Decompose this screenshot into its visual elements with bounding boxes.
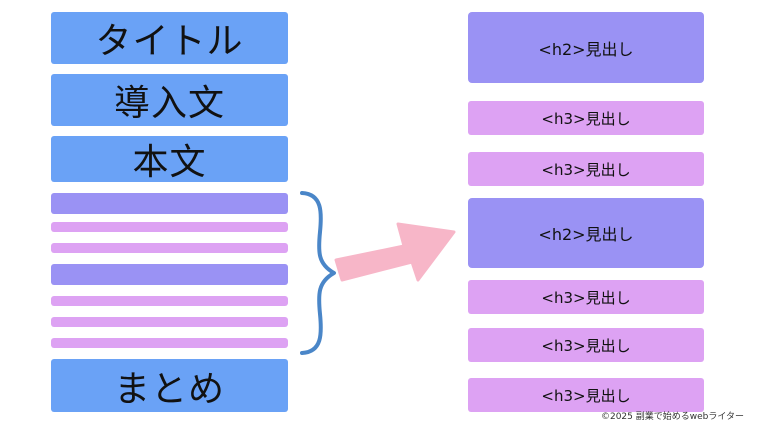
intro-block: 導入文 — [51, 74, 288, 126]
body-bar-h3 — [51, 317, 288, 327]
body-bar-h2 — [51, 193, 288, 214]
summary-block: まとめ — [51, 359, 288, 412]
copyright-text: ©2025 副業で始めるwebライター — [600, 412, 744, 422]
body-bar-h2 — [51, 264, 288, 285]
body-bar-h3 — [51, 243, 288, 253]
body-bar-h3 — [51, 338, 288, 348]
heading-h3-box: <h3>見出し — [468, 378, 704, 412]
heading-h2-box: <h2>見出し — [468, 12, 704, 83]
heading-h3-box: <h3>見出し — [468, 328, 704, 362]
body-bar-h3 — [51, 296, 288, 306]
heading-h3-box: <h3>見出し — [468, 152, 704, 186]
heading-h2-box: <h2>見出し — [468, 198, 704, 268]
body-bar-h3 — [51, 222, 288, 232]
title-block: タイトル — [51, 12, 288, 64]
heading-h3-box: <h3>見出し — [468, 101, 704, 135]
arrow-right-icon — [334, 222, 456, 282]
heading-h3-box: <h3>見出し — [468, 280, 704, 314]
body-block: 本文 — [51, 136, 288, 183]
curly-brace-icon — [300, 191, 336, 355]
